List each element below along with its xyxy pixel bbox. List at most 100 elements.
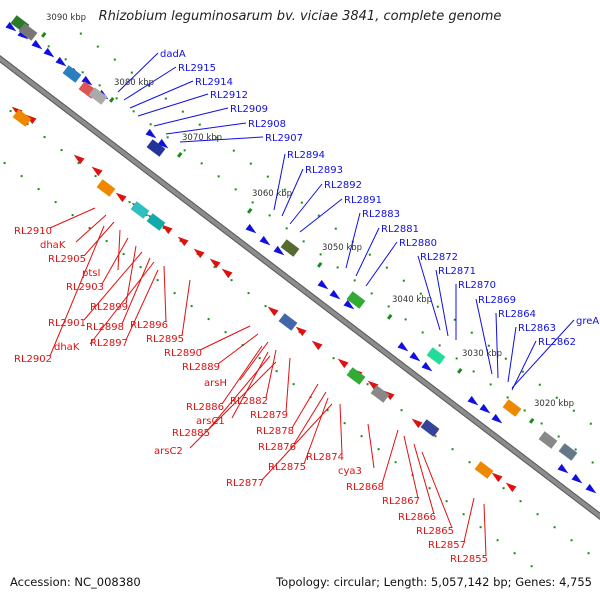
scale-tick (529, 417, 535, 424)
tick-dot (587, 552, 590, 555)
forward-gene-arrow (55, 56, 67, 67)
feature-block (426, 347, 446, 365)
tick-dot (132, 110, 135, 113)
reverse-gene-label: RL2868 (346, 482, 384, 493)
feature-block (62, 65, 82, 83)
reverse-leader-line (265, 349, 277, 399)
scale-tick (457, 367, 463, 374)
scale-label: 3030 kbp (462, 349, 502, 359)
forward-gene-arrow (329, 289, 341, 300)
forward-gene-label: RL2914 (195, 77, 233, 88)
forward-gene-label: RL2894 (287, 150, 325, 161)
topology-label: Topology: circular; Length: 5,057,142 bp… (276, 575, 592, 589)
reverse-gene-arrow (491, 472, 503, 483)
reverse-leader-line (217, 333, 259, 365)
feature-block (538, 431, 558, 449)
tick-dot (64, 58, 67, 61)
tick-dot (139, 266, 142, 269)
forward-gene-arrow (585, 483, 597, 494)
forward-gene-label: RL2862 (538, 337, 576, 348)
tick-dot (88, 227, 91, 230)
reverse-gene-arrow (411, 418, 423, 429)
reverse-leader-line (163, 265, 167, 323)
reverse-gene-arrow (193, 248, 205, 259)
reverse-gene-label: RL2899 (90, 302, 128, 313)
reverse-gene-label: RL2882 (230, 396, 268, 407)
reverse-leader-line (117, 229, 121, 271)
reverse-gene-label: cya3 (338, 466, 362, 477)
tick-dot (81, 71, 84, 74)
tick-dot (343, 422, 346, 425)
tick-dot (462, 513, 465, 516)
reverse-gene-label: RL2885 (172, 428, 210, 439)
forward-leader-line (355, 227, 380, 277)
forward-gene-label: RL2870 (458, 280, 496, 291)
tick-dot (574, 448, 577, 451)
forward-gene-label: RL2891 (344, 195, 382, 206)
tick-dot (149, 123, 152, 126)
forward-gene-arrow (5, 21, 17, 32)
reverse-leader-line (339, 403, 343, 455)
tick-dot (190, 305, 193, 308)
tick-dot (538, 383, 541, 386)
tick-dot (183, 149, 186, 152)
reverse-gene-label: RL2865 (416, 526, 454, 537)
forward-gene-arrow (43, 47, 55, 58)
reverse-gene-label: RL2889 (182, 362, 220, 373)
forward-gene-arrow (157, 138, 169, 149)
tick-dot (147, 84, 150, 87)
reverse-gene-label: RL2867 (382, 496, 420, 507)
tick-dot (519, 500, 522, 503)
tick-dot (207, 318, 210, 321)
reverse-leader-line (239, 341, 269, 381)
scale-tick (177, 151, 183, 158)
reverse-gene-label: RL2879 (250, 410, 288, 421)
feature-block (474, 461, 494, 479)
reverse-leader-line (89, 261, 155, 345)
tick-dot (181, 110, 184, 113)
forward-gene-arrow (409, 351, 421, 362)
tick-dot (94, 175, 97, 178)
reverse-leader-line (261, 403, 333, 481)
reverse-leader-line (293, 391, 327, 445)
tick-dot (115, 97, 118, 100)
forward-leader-line (117, 52, 159, 93)
tick-dot (521, 370, 524, 373)
reverse-gene-arrow (505, 482, 517, 493)
tick-dot (438, 344, 441, 347)
tick-dot (224, 331, 227, 334)
forward-leader-line (417, 255, 441, 331)
scale-tick (317, 261, 323, 268)
tick-dot (247, 292, 250, 295)
reverse-gene-arrow (177, 236, 189, 247)
feature-block (278, 313, 298, 331)
reverse-gene-label: RL2857 (428, 540, 466, 551)
tick-dot (162, 227, 165, 230)
tick-dot (326, 409, 329, 412)
feature-block (346, 291, 366, 309)
tick-dot (468, 461, 471, 464)
forward-gene-arrow (397, 341, 409, 352)
tick-dot (589, 422, 592, 425)
tick-dot (96, 45, 99, 48)
reverse-gene-label: RL2895 (146, 334, 184, 345)
tick-dot (502, 487, 505, 490)
forward-leader-line (289, 183, 323, 225)
reverse-gene-label: dhaK (40, 240, 66, 251)
tick-dot (292, 383, 295, 386)
tick-dot (419, 292, 422, 295)
reverse-leader-line (125, 269, 159, 341)
tick-dot (368, 253, 371, 256)
reverse-leader-line (421, 451, 453, 529)
forward-gene-label: greA (576, 316, 599, 327)
tick-dot (20, 175, 23, 178)
tick-dot (385, 266, 388, 269)
forward-gene-arrow (479, 403, 491, 414)
reverse-leader-line (221, 345, 263, 405)
tick-dot (249, 162, 252, 165)
tick-dot (455, 357, 458, 360)
tick-dot (370, 292, 373, 295)
reverse-gene-label: RL2875 (268, 462, 306, 473)
feature-block (18, 23, 38, 41)
tick-dot (487, 344, 490, 347)
